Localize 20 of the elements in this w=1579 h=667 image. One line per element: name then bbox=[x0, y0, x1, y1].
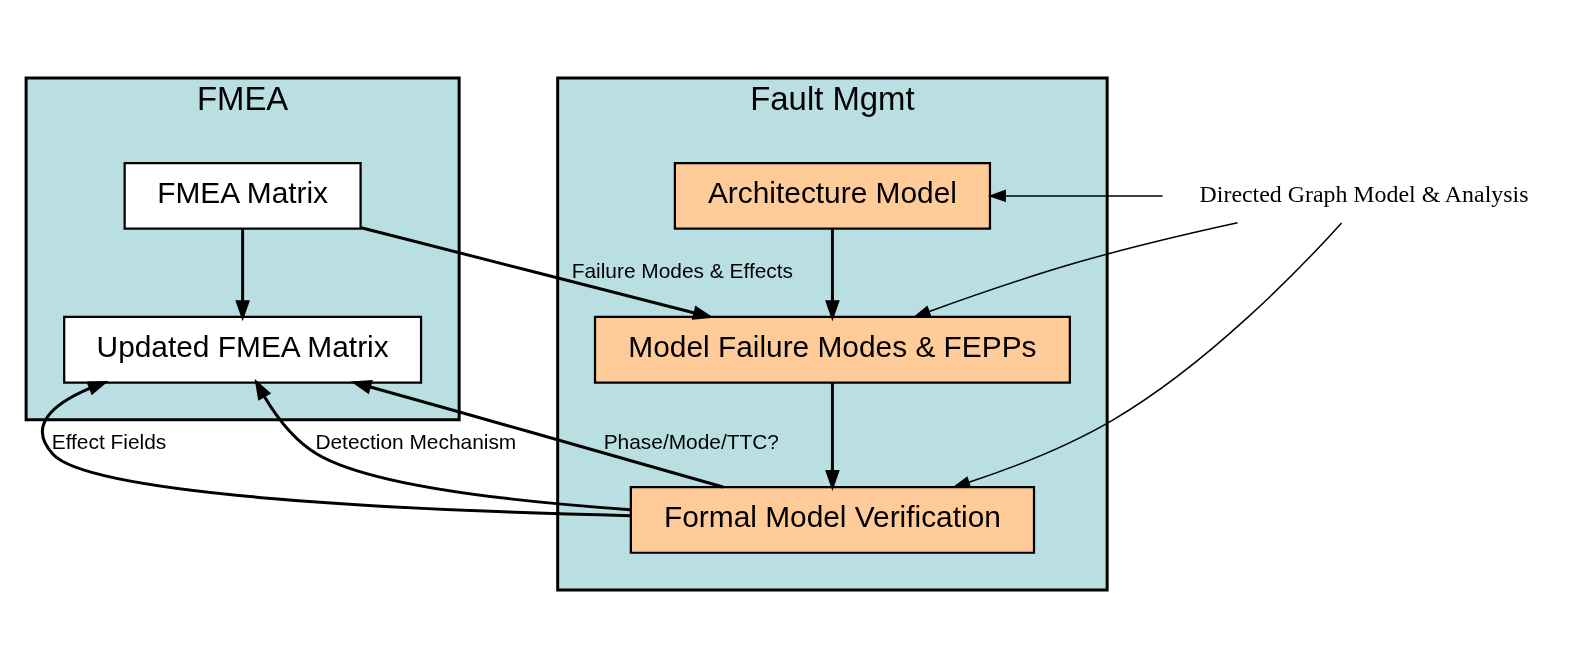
arrow bbox=[360, 225, 714, 320]
arrow bbox=[988, 189, 1164, 202]
arrow bbox=[912, 221, 1239, 317]
node-box: Formal Model Verification bbox=[629, 485, 1036, 554]
node-text: Directed Graph Model & Analysis bbox=[1199, 180, 1529, 207]
edge-label: Failure Modes & Effects bbox=[571, 258, 794, 282]
node-box: Architecture Model bbox=[673, 161, 992, 230]
edge-label: Detection Mechanism bbox=[315, 429, 517, 453]
arrow bbox=[41, 380, 631, 517]
node-box: Updated FMEA Matrix bbox=[63, 315, 423, 384]
arrow bbox=[825, 228, 840, 321]
arrow bbox=[350, 379, 724, 488]
edge-label: Phase/Mode/TTC? bbox=[603, 429, 779, 453]
edge-label: Effect Fields bbox=[51, 429, 167, 453]
arrow bbox=[235, 228, 250, 321]
node-box: Model Failure Modes & FEPPs bbox=[593, 315, 1071, 384]
arrow bbox=[952, 221, 1343, 488]
arrow bbox=[825, 382, 840, 491]
node-box: FMEA Matrix bbox=[123, 161, 362, 230]
arrow bbox=[254, 378, 631, 511]
